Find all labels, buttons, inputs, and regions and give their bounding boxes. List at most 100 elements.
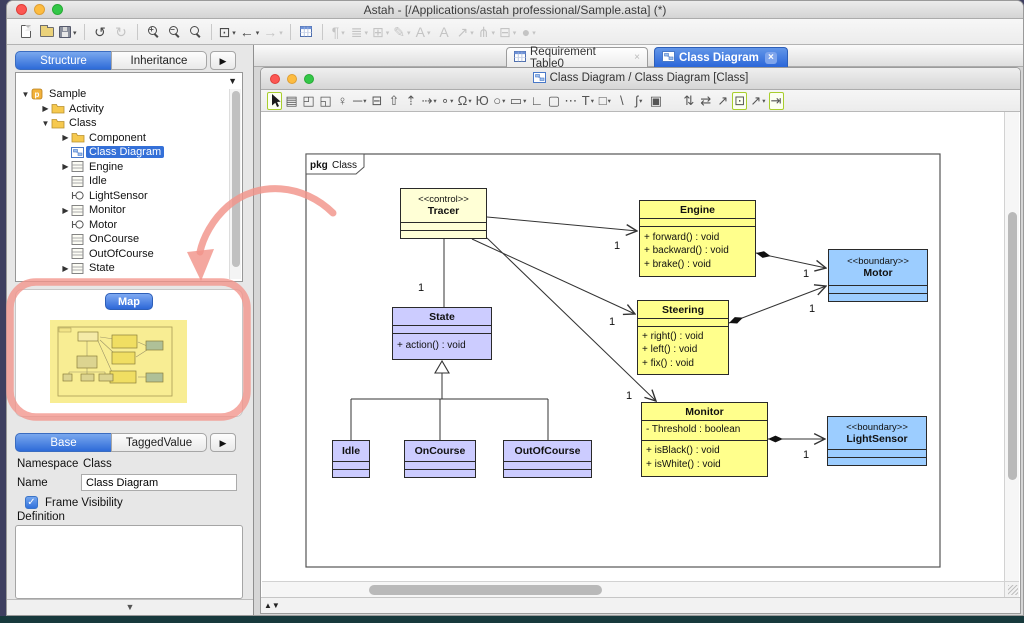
text-tool-icon[interactable]: T▾ (581, 93, 594, 108)
note-anchor-tool-icon[interactable]: ⋯ (564, 93, 578, 108)
tree-menu-button[interactable]: ▼ (228, 76, 237, 86)
class-oncourse[interactable]: OnCourse (404, 440, 476, 478)
copy-style-icon[interactable]: ⊞▾ (372, 23, 390, 40)
tree-item-idle[interactable]: Idle (18, 174, 228, 189)
expander-icon[interactable]: ▶ (62, 263, 69, 273)
class-state[interactable]: State+ action() : void (392, 307, 492, 360)
grid-toggle-icon[interactable]: ⊡ (732, 91, 748, 110)
provided-interface-tool-icon[interactable]: Ω▾ (457, 93, 472, 108)
close-window-button[interactable] (16, 4, 27, 15)
containment-tool-icon[interactable]: ∟ (530, 93, 544, 108)
dependency-tool-icon[interactable]: ⇢▾ (421, 93, 437, 108)
scroll-arrows[interactable]: ▲▼ (264, 601, 280, 610)
image-tool-icon[interactable]: ▣ (649, 93, 662, 108)
package-tool-icon[interactable]: ◰ (302, 93, 315, 108)
expander-icon[interactable]: ▶ (62, 162, 69, 172)
zoom-reset-icon[interactable] (187, 22, 204, 42)
required-interface-tool-icon[interactable]: Ю (475, 93, 489, 108)
zoom-diagram-button[interactable] (304, 73, 314, 84)
back-icon[interactable]: ←▾ (239, 23, 260, 40)
rect-tool-icon[interactable]: □▾ (598, 93, 611, 108)
port-tool-icon[interactable]: ∘▾ (440, 93, 454, 108)
select-pointer-icon[interactable] (267, 91, 282, 110)
pin-tool-icon[interactable]: ♀ (337, 93, 348, 108)
tree-item-outofcourse[interactable]: OutOfCourse (18, 247, 228, 262)
tab-class-diagram[interactable]: Class Diagram × (654, 47, 788, 67)
line-shape-icon[interactable]: ↗▾ (456, 23, 474, 40)
tree-item-lightsensor[interactable]: LightSensor (18, 189, 228, 204)
tab-structure[interactable]: Structure (15, 51, 111, 70)
tree-item-class[interactable]: ▼Class (18, 116, 228, 131)
map-thumbnail[interactable] (50, 320, 187, 403)
tree-item-class-diagram[interactable]: Class Diagram (18, 145, 228, 160)
generalization-tool-icon[interactable]: ⇧ (388, 93, 400, 108)
save-icon[interactable]: ▾ (59, 22, 77, 42)
vertical-scrollbar-thumb[interactable] (1008, 212, 1017, 480)
more-tabs-button[interactable]: ▶ (210, 51, 236, 70)
forward-icon[interactable]: →▾ (263, 23, 283, 40)
vertical-scrollbar[interactable] (1004, 112, 1019, 581)
realization-tool-icon[interactable]: ⇡ (405, 93, 417, 108)
expander-icon[interactable]: ▶ (62, 205, 69, 215)
fit-view-icon[interactable]: ⊡▾ (218, 23, 236, 40)
expander-icon[interactable]: ▶ (62, 133, 69, 143)
class-engine[interactable]: Engine+ forward() : void+ backward() : v… (639, 200, 756, 277)
jump-arrow-icon[interactable]: ↗ (717, 93, 729, 108)
align-horizontal-icon[interactable]: ⇄ (700, 93, 712, 108)
line-jump-icon[interactable]: ↗▾ (750, 93, 766, 108)
edge-steering-motor[interactable] (728, 286, 826, 323)
tree-item-monitor[interactable]: ▶Monitor (18, 203, 228, 218)
line-tool-icon[interactable]: \ (620, 93, 624, 108)
new-file-icon[interactable] (17, 22, 34, 42)
tree-item-motor[interactable]: Motor (18, 218, 228, 233)
diagram-frame[interactable] (305, 153, 941, 568)
distribute-icon[interactable]: ⇥ (768, 91, 784, 110)
tree-item-oncourse[interactable]: OnCourse (18, 232, 228, 247)
expander-icon[interactable]: ▼ (21, 89, 30, 99)
edge-tracer-steering[interactable] (471, 238, 635, 314)
class-lightsensor[interactable]: <<boundary>>LightSensor (827, 416, 927, 466)
class-tracer[interactable]: <<control>>Tracer (400, 188, 487, 239)
tree-item-activity[interactable]: ▶Activity (18, 102, 228, 117)
auto-layout-icon[interactable]: ⊟▾ (499, 23, 517, 40)
open-file-icon[interactable] (38, 22, 55, 42)
name-field[interactable] (81, 474, 237, 491)
font-color-icon[interactable]: A▾ (415, 23, 431, 40)
align-vertical-icon[interactable]: ⇅ (683, 93, 695, 108)
horizontal-scrollbar-thumb[interactable] (369, 585, 602, 595)
class-motor[interactable]: <<boundary>>Motor (828, 249, 928, 302)
color-pen-icon[interactable]: ✎▾ (393, 23, 411, 40)
class-outofcourse[interactable]: OutOfCourse (503, 440, 592, 478)
curve-tool-icon[interactable]: ʃ▾ (635, 93, 643, 108)
usage-tool-icon[interactable]: ○▾ (493, 93, 506, 108)
note-tool-icon[interactable]: ▢ (547, 93, 560, 108)
expander-icon[interactable]: ▼ (41, 118, 50, 128)
association-tool-icon[interactable]: ─▾ (353, 93, 367, 108)
tree-scrollbar-thumb[interactable] (231, 91, 240, 267)
redo-icon[interactable]: ↻ (115, 23, 127, 40)
class-idle[interactable]: Idle (332, 440, 370, 478)
expander-icon[interactable]: ▶ (42, 104, 49, 114)
close-tab-icon[interactable]: × (634, 52, 640, 63)
zoom-window-button[interactable] (52, 4, 63, 15)
close-tab-icon[interactable]: × (764, 51, 777, 64)
collapse-icon[interactable]: ▼ (125, 602, 135, 612)
edge-tracer-engine[interactable] (486, 216, 637, 231)
minimize-window-button[interactable] (34, 4, 45, 15)
class-tool-icon[interactable]: ▤ (285, 93, 298, 108)
frame-visibility-checkbox[interactable]: ✓ (25, 496, 38, 509)
tab-requirement-table[interactable]: Requirement Table0 × (506, 46, 648, 70)
tree-item-engine[interactable]: ▶Engine (18, 160, 228, 175)
subsystem-tool-icon[interactable]: ◱ (319, 93, 332, 108)
class-monitor[interactable]: Monitor- Threshold : boolean+ isBlack() … (641, 402, 768, 477)
undo-icon[interactable]: ↺ (94, 23, 106, 40)
horizontal-scrollbar[interactable] (262, 581, 1004, 597)
hierarchy-icon[interactable]: ⋔▾ (477, 23, 496, 40)
panel-collapse-strip[interactable]: ▼ (7, 599, 253, 615)
close-diagram-button[interactable] (270, 73, 280, 84)
resize-grip[interactable] (1008, 585, 1018, 595)
edge-tracer-monitor[interactable] (486, 237, 656, 401)
tree-scrollbar[interactable] (229, 89, 241, 279)
